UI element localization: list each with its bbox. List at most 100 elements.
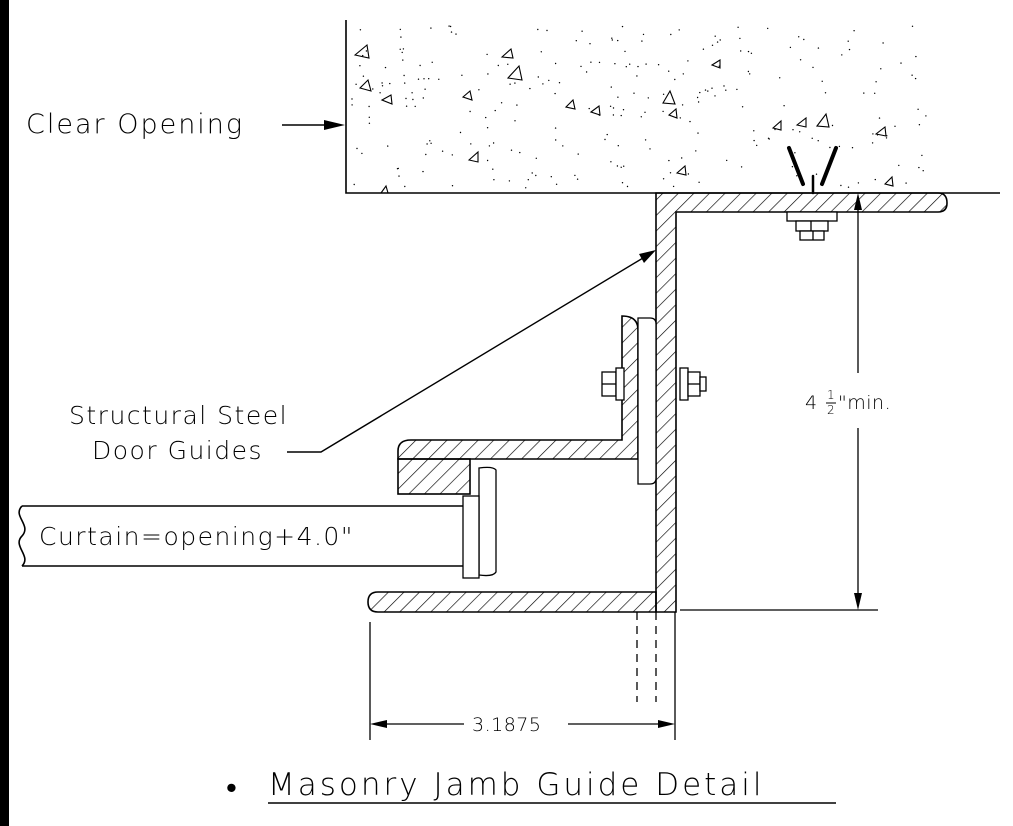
stipple-dot [510,149,513,151]
stipple-dot [741,106,744,108]
stipple-dot [509,83,511,85]
stipple-dot [747,50,750,53]
stipple-dot [492,168,494,170]
stipple-dot [399,48,401,50]
masonry-anchor-icon [787,146,838,195]
stipple-dot [589,43,591,45]
stipple-dot [381,82,383,84]
stipple-dot [668,159,670,162]
stipple-dot [562,145,564,147]
stipple-dot [747,70,750,73]
stipple-dot [598,61,601,64]
stipple-dot [531,172,533,174]
stipple-dot [831,124,834,127]
hex-bolt-icon [786,211,838,241]
stipple-dot [412,98,414,101]
stipple-dot [368,116,370,119]
through-bolt [601,367,707,401]
stipple-dot [679,117,681,119]
stipple-dot [486,53,488,56]
stipple-dot [726,159,728,162]
stipple-dot [882,42,884,44]
stipple-dot [455,33,457,35]
stipple-dot [789,46,792,49]
stipple-dot [508,180,511,182]
stipple-dot [714,95,716,97]
stipple-dot [387,145,389,147]
stipple-dot [687,60,689,62]
filler-block [397,458,471,495]
stipple-dot [625,66,627,68]
structural-label-line2: Door Guides [92,436,263,465]
stipple-dot [792,129,794,131]
title-bullet: • [226,770,240,806]
dimension-width-label: 3.1875 [472,714,541,736]
stipple-dot [574,174,576,177]
stipple-dot [753,130,755,132]
stipple-dot [396,168,399,170]
stipple-dot [535,157,537,159]
stipple-dot [699,91,701,94]
stipple-dot [429,140,431,142]
stipple-dot [359,65,361,67]
stipple-dot [404,185,406,188]
stipple-dot [535,174,537,177]
stipple-dot [874,92,876,95]
stipple-dot [711,87,713,89]
stipple-dot [372,88,374,90]
stipple-dot [695,150,697,152]
stipple-dot [399,28,401,31]
stipple-dot [725,89,727,91]
stipple-dot [736,88,738,91]
curtain-strip [18,505,463,567]
dimension-height-denominator: 2 [827,403,835,417]
stipple-dot [577,153,579,155]
stipple-dot [840,184,842,187]
stipple-dot [918,166,920,169]
stipple-dot [644,111,646,114]
aggregate-triangles [353,43,894,194]
stipple-dot [874,178,876,181]
stipple-dot [670,33,672,36]
stipple-dot [422,170,424,173]
stipple-dot [841,54,843,56]
stipple-dot [647,97,649,99]
stipple-dot [878,117,881,119]
stipple-dot [514,82,516,84]
stipple-dot [529,87,531,90]
stipple-dot [875,81,877,83]
stipple-dot [922,170,924,172]
stipple-dot [461,74,463,77]
stipple-dot [669,172,672,174]
stipple-dot [898,164,900,167]
stipple-dot [821,80,823,83]
stipple-dot [611,37,613,39]
stipple-dot [384,66,387,69]
stipple-dot [668,70,670,72]
stipple-dot [689,120,691,123]
stipple-dot [672,185,675,188]
stipple-dot [419,64,421,67]
stipple-dot [714,35,716,37]
stipple-dot [402,48,405,50]
stipple-dot [400,36,402,38]
stipple-dot [355,83,357,86]
dimension-height-numerator: 1 [827,388,835,402]
stipple-dot [767,137,770,139]
stipple-dot [711,44,714,46]
stipple-dot [507,63,509,65]
stipple-dot [911,25,914,27]
stipple-dot [817,140,819,142]
stipple-dot [723,85,725,87]
stipple-dot [361,152,363,155]
stipple-dot [791,166,794,168]
stipple-dot [798,36,800,38]
stipple-dot [555,183,558,185]
stipple-dot [422,97,424,99]
stipple-dot [853,30,855,32]
stipple-dot [356,147,358,150]
stipple-dot [362,54,364,57]
stipple-dot [351,104,353,106]
stipple-dot [696,96,699,99]
